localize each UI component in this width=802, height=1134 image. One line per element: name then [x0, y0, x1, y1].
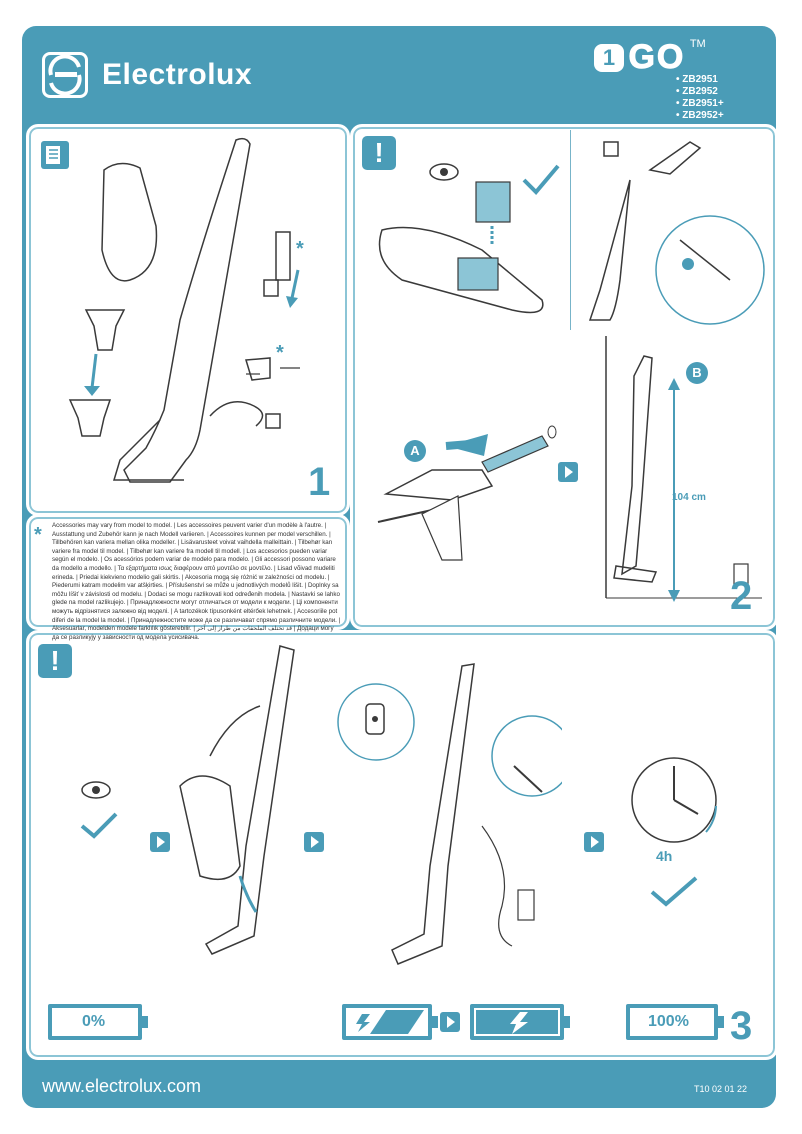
product-logo-one: 1 — [594, 43, 624, 72]
battery-full-label: 100% — [648, 1013, 689, 1030]
next-arrow-icon — [584, 832, 604, 852]
wall-mounted-vacuum-illustration — [605, 336, 762, 602]
label-a: A — [404, 440, 426, 462]
model-item: • ZB2951+ — [676, 98, 724, 109]
battery-empty-icon — [48, 1004, 148, 1040]
battery-charging-icon — [470, 1004, 570, 1040]
product-logo-go: GO — [628, 38, 686, 77]
mount-height: 104 cm — [672, 492, 706, 503]
step-number: 2 — [730, 574, 753, 618]
next-arrow-icon — [558, 462, 578, 482]
cleaning-brush-illustration — [570, 130, 765, 330]
model-list: • ZB2951 • ZB2952 • ZB2951+ • ZB2952+ — [676, 74, 724, 122]
insert-handheld-illustration — [179, 645, 295, 955]
accessory-note-text: Accessories may vary from model to model… — [52, 522, 341, 641]
emptying-illustration — [378, 163, 560, 314]
note-star-icon: * — [34, 524, 42, 546]
trademark: TM — [689, 38, 706, 50]
battery-full-icon — [626, 1004, 724, 1040]
document-code: T10 02 01 22 — [694, 1084, 748, 1094]
accessory-note-panel — [26, 514, 350, 630]
battery-empty-label: 0% — [82, 1013, 106, 1030]
look-check-illustration — [80, 781, 118, 839]
charge-time: 4h — [656, 848, 673, 864]
model-item: • ZB2952+ — [676, 110, 724, 121]
checklist-icon — [41, 141, 69, 169]
next-arrow-icon — [304, 832, 324, 852]
step-number: 3 — [730, 1004, 753, 1048]
warning-icon: ! — [38, 644, 72, 678]
accessory-star-icon: * — [296, 238, 304, 260]
model-item: • ZB2952 — [676, 86, 718, 97]
electrolux-logo-icon — [42, 52, 88, 98]
label-b: B — [686, 362, 708, 384]
charging-illustration — [337, 663, 562, 965]
checkmark-icon — [650, 876, 698, 907]
website-link[interactable]: www.electrolux.com — [42, 1076, 202, 1096]
next-arrow-icon — [150, 832, 170, 852]
brand-name: Electrolux — [102, 58, 253, 91]
accessory-star-icon: * — [276, 342, 284, 364]
clock-icon — [631, 757, 717, 843]
next-arrow-icon — [440, 1012, 460, 1032]
step-number: 1 — [308, 460, 331, 504]
model-item: • ZB2951 — [676, 74, 718, 85]
step1-panel — [26, 124, 350, 516]
warning-icon: ! — [362, 136, 396, 170]
product-logo: 1 GO TM — [594, 38, 706, 77]
vacuum-kit-illustration — [68, 137, 300, 483]
wall-mount-parts-illustration — [377, 425, 557, 561]
battery-charging-icon — [342, 1004, 438, 1040]
